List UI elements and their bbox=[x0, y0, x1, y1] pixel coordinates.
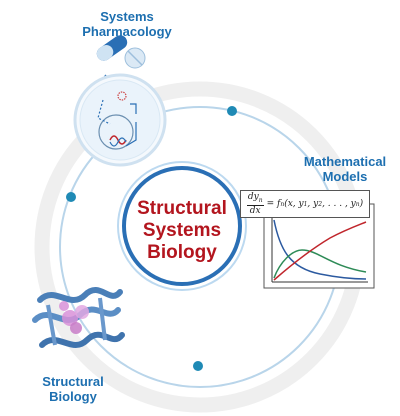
models-plot bbox=[263, 203, 375, 289]
structural-biology-label: Structural Biology bbox=[18, 374, 128, 404]
ring-dot-left bbox=[66, 192, 76, 202]
equation-args-mid: , y bbox=[307, 199, 319, 209]
ring-dot-top-right bbox=[227, 106, 237, 116]
equation-args-end: ) bbox=[359, 199, 364, 209]
struct-label-line-1: Structural bbox=[42, 374, 104, 389]
center-inner-circle bbox=[122, 166, 242, 286]
equation-fraction: dyn dx bbox=[246, 191, 264, 217]
center-title-line-2: Systems bbox=[142, 220, 222, 241]
pharm-label-line-1: Systems bbox=[100, 9, 154, 24]
equation-args-tail: , . . . , y bbox=[322, 199, 356, 209]
protein-icon bbox=[32, 287, 125, 348]
pharm-label-line-2: Pharmacology bbox=[82, 24, 172, 39]
models-label-line-1: Mathematical bbox=[303, 154, 387, 169]
cell-icon bbox=[73, 73, 167, 167]
equation-denominator: dx bbox=[249, 206, 261, 217]
equation-args-sub3: n bbox=[355, 200, 360, 208]
equation-args-sub2: 2 bbox=[318, 200, 323, 208]
equation-rhs: = f bbox=[266, 199, 281, 209]
struct-label-line-2: Biology bbox=[49, 389, 97, 404]
mathematical-models-label: Mathematical Models bbox=[290, 154, 400, 184]
equation-rhs-sub: n bbox=[280, 200, 285, 208]
models-label-line-2: Models bbox=[322, 169, 368, 184]
pharmacology-icon bbox=[96, 35, 146, 103]
equation-numerator: dyn bbox=[246, 191, 264, 207]
ring-dot-bottom bbox=[193, 361, 203, 371]
center-title: Structural Systems Biology bbox=[120, 198, 244, 264]
equation-num-sub: n bbox=[258, 196, 263, 204]
center-title-line-3: Biology bbox=[147, 242, 217, 263]
equation-num-text: dy bbox=[247, 191, 259, 202]
equation-args-sub1: 1 bbox=[303, 200, 308, 208]
equation-args: (x, y bbox=[284, 199, 304, 209]
systems-pharmacology-label: Systems Pharmacology bbox=[52, 9, 202, 39]
center-title-line-1: Structural bbox=[137, 198, 227, 219]
